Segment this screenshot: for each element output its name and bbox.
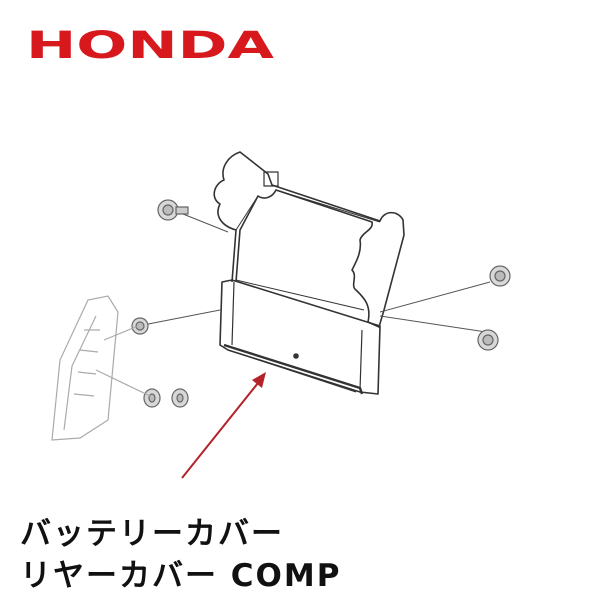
bolt-icons [131,199,511,408]
bolt-icon-upper-left [157,199,189,221]
bolt-icon-right-lower [477,329,499,351]
caption-line-2: リヤーカバー COMP [20,558,342,594]
pointer-arrow [181,372,266,479]
washer-icon-2 [171,388,189,408]
caption-line-1: バッテリーカバー [20,516,284,552]
nut-icon-left [131,317,149,335]
frame-part [51,295,151,441]
battery-cover-panel [213,151,405,328]
bolt-icon-right-upper [489,265,511,287]
svg-text:HONDA: HONDA [26,23,275,66]
washer-icon-1 [143,388,161,408]
honda-logo: HONDA [26,23,275,66]
rear-cover-panel [219,279,381,395]
